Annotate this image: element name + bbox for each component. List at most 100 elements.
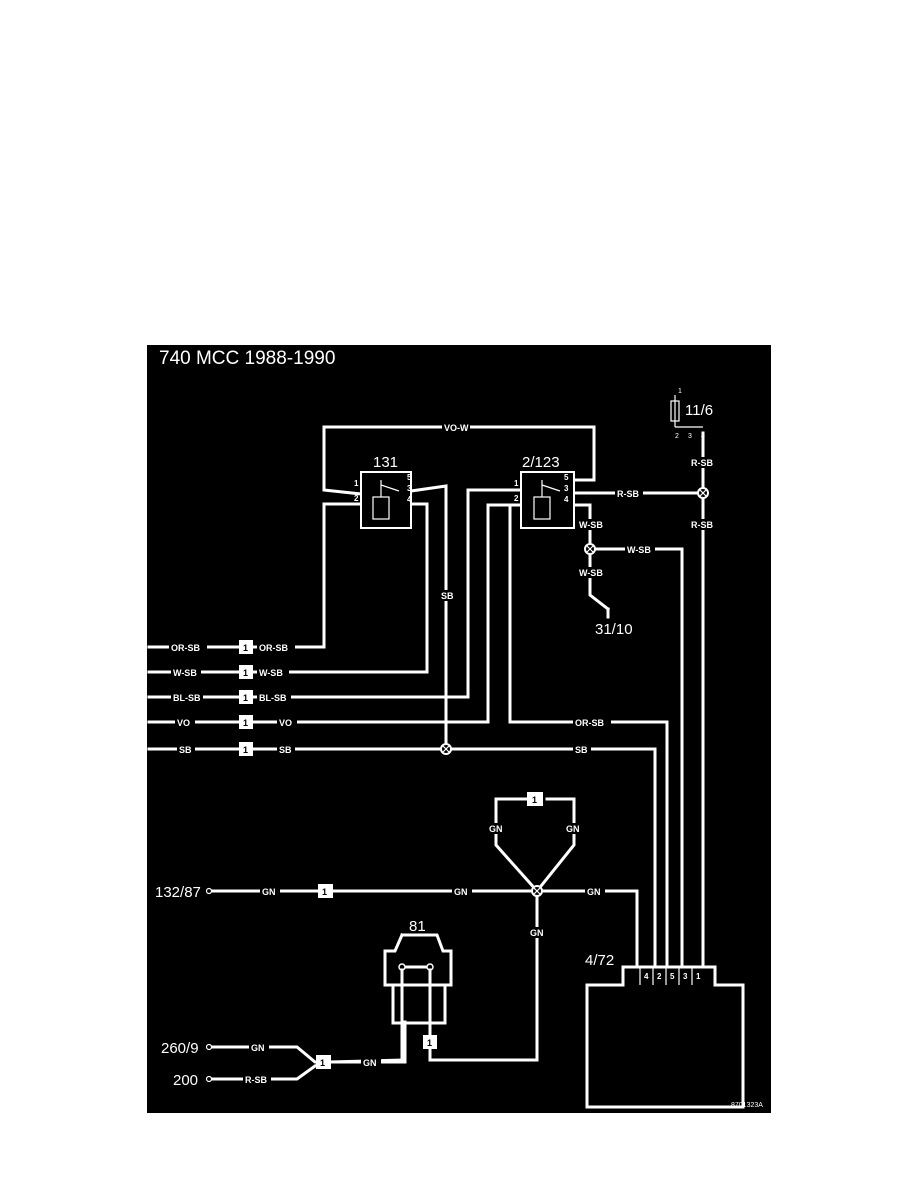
connector-box-gn-132: 1 bbox=[318, 884, 333, 898]
wire-label-w-sb-right: W-SB bbox=[259, 668, 283, 678]
terminal-260-9: 260/9 bbox=[161, 1040, 213, 1057]
relay-2-123-pin-3: 3 bbox=[564, 484, 569, 493]
wire-vo bbox=[245, 503, 523, 724]
wire-label-sb-mid: SB bbox=[279, 745, 292, 755]
terminal-260-9-label: 260/9 bbox=[161, 1040, 199, 1057]
connector-box-w-sb: 1 bbox=[239, 665, 253, 679]
relay-131-pin-1: 1 bbox=[354, 479, 359, 488]
wire-label-vo-w: VO-W bbox=[444, 423, 469, 433]
svg-text:1: 1 bbox=[243, 693, 248, 703]
wire-or-sb-to-472 bbox=[508, 503, 669, 969]
relay-2-123-pin-4: 4 bbox=[564, 495, 569, 504]
wire-label-gn-mid: GN bbox=[454, 887, 468, 897]
fuse-11-6: 11/6 1 2 3 4 bbox=[670, 388, 713, 440]
relay-131-pin-4: 4 bbox=[407, 495, 412, 504]
wire-label-gn-vertical: GN bbox=[530, 928, 544, 938]
connector-box-bl-sb: 1 bbox=[239, 690, 253, 704]
relay-131-label: 131 bbox=[373, 454, 398, 471]
wire-relay131-pin3-sb bbox=[409, 484, 448, 751]
wire-label-sb-left: SB bbox=[179, 745, 192, 755]
connector-box-switch: 1 bbox=[423, 1035, 437, 1049]
wiring-diagram: 740 MCC 1988-1990 bbox=[147, 348, 763, 1109]
svg-text:1: 1 bbox=[243, 745, 248, 755]
wire-r-sb-200 bbox=[211, 1063, 318, 1081]
wire-label-or-sb-472: OR-SB bbox=[575, 718, 605, 728]
relay-2-123-pin-1: 1 bbox=[514, 479, 519, 488]
wire-gn-to-switch bbox=[428, 889, 539, 1062]
connector-4-72-pin-5: 5 bbox=[670, 972, 675, 981]
relay-2-123: 2/123 1 2 5 3 4 bbox=[514, 454, 575, 529]
svg-text:1: 1 bbox=[243, 643, 248, 653]
wire-label-or-sb-right: OR-SB bbox=[259, 643, 289, 653]
wire-label-w-sb-horizontal: W-SB bbox=[627, 545, 651, 555]
wire-bl-sb bbox=[245, 488, 523, 699]
wire-label-r-sb-horizontal: R-SB bbox=[617, 489, 639, 499]
svg-text:1: 1 bbox=[322, 887, 327, 897]
junction-sb bbox=[440, 743, 452, 755]
relay-2-123-pin-5: 5 bbox=[564, 473, 569, 482]
wire-label-sb-vertical: SB bbox=[441, 591, 454, 601]
ground-31-10-label: 31/10 bbox=[595, 621, 633, 638]
wire-label-gn-right: GN bbox=[587, 887, 601, 897]
svg-text:1: 1 bbox=[532, 795, 537, 805]
relay-131-pin-3: 3 bbox=[407, 484, 412, 493]
junction-w-sb bbox=[584, 543, 596, 555]
fuse-pin-2: 2 bbox=[675, 433, 679, 440]
wire-relay131-pin4-w-sb bbox=[245, 502, 429, 674]
wire-label-r-sb-upper: R-SB bbox=[691, 458, 713, 468]
connector-4-72-pin-4: 4 bbox=[644, 972, 649, 981]
wire-label-bl-sb-right: BL-SB bbox=[259, 693, 287, 703]
wire-label-vo-left: VO bbox=[177, 718, 190, 728]
connector-box-gn-260: 1 bbox=[316, 1055, 331, 1069]
junction-r-sb bbox=[697, 487, 709, 499]
wire-labels: VO-W OR-SB OR-SB W-SB W-SB BL-SB BL-SB V… bbox=[169, 422, 717, 1085]
wire-w-sb-to-472 bbox=[588, 547, 684, 969]
wire-gn-260-9 bbox=[211, 1020, 407, 1064]
relay-2-123-label: 2/123 bbox=[522, 454, 560, 471]
svg-text:1: 1 bbox=[427, 1038, 432, 1048]
relay-131-pin-5: 5 bbox=[407, 473, 412, 482]
wire-label-w-sb-lower: W-SB bbox=[579, 568, 603, 578]
wire-sb-main bbox=[245, 747, 657, 969]
wire-label-sb-right: SB bbox=[575, 745, 588, 755]
fuse-pin-1: 1 bbox=[678, 388, 682, 395]
connector-4-72-pin-3: 3 bbox=[683, 972, 688, 981]
svg-text:1: 1 bbox=[243, 668, 248, 678]
wire-label-gn-switch: GN bbox=[363, 1058, 377, 1068]
connector-box-sb: 1 bbox=[239, 742, 253, 756]
terminal-200-label: 200 bbox=[173, 1072, 198, 1089]
connector-4-72-pin-1: 1 bbox=[696, 972, 701, 981]
connector-box-vo: 1 bbox=[239, 715, 253, 729]
terminal-200: 200 bbox=[173, 1072, 213, 1089]
relay-131-pin-2: 2 bbox=[354, 494, 359, 503]
wire-label-gn-260: GN bbox=[251, 1043, 265, 1053]
fuse-pin-4: 4 bbox=[701, 433, 705, 440]
wire-label-r-sb-lower: R-SB bbox=[691, 520, 713, 530]
diagram-title: 740 MCC 1988-1990 bbox=[159, 348, 335, 369]
wire-label-gn-132: GN bbox=[262, 887, 276, 897]
junction-gn bbox=[531, 885, 543, 897]
wire-label-w-sb-upper: W-SB bbox=[579, 520, 603, 530]
wire-label-vo-right: VO bbox=[279, 718, 292, 728]
wire-relay131-pin2 bbox=[245, 502, 363, 649]
wire-label-gn-loop-right: GN bbox=[566, 824, 580, 834]
svg-text:1: 1 bbox=[320, 1058, 325, 1068]
connector-4-72-pin-2: 2 bbox=[657, 972, 662, 981]
connector-box-or-sb: 1 bbox=[239, 640, 253, 654]
fuse-pin-3: 3 bbox=[688, 433, 692, 440]
terminal-132-87-label: 132/87 bbox=[155, 884, 201, 901]
connector-4-72: 4/72 4 2 5 3 1 bbox=[585, 952, 745, 1109]
ground-31-10: 31/10 bbox=[595, 607, 633, 638]
wiring-diagram-panel: 740 MCC 1988-1990 bbox=[147, 345, 771, 1113]
figure-code: 8701323A bbox=[731, 1102, 763, 1109]
switch-81: 81 bbox=[329, 918, 453, 1064]
fuse-11-6-label: 11/6 bbox=[685, 402, 713, 419]
connector-box-gn-loop: 1 bbox=[527, 792, 543, 806]
wire-label-w-sb-left: W-SB bbox=[173, 668, 197, 678]
wire-label-or-sb-left: OR-SB bbox=[171, 643, 201, 653]
wire-gn-loop bbox=[494, 797, 576, 894]
wire-label-r-sb-200: R-SB bbox=[245, 1075, 267, 1085]
relay-2-123-pin-2: 2 bbox=[514, 494, 519, 503]
wire-label-gn-loop-left: GN bbox=[489, 824, 503, 834]
terminal-132-87: 132/87 bbox=[155, 884, 213, 901]
